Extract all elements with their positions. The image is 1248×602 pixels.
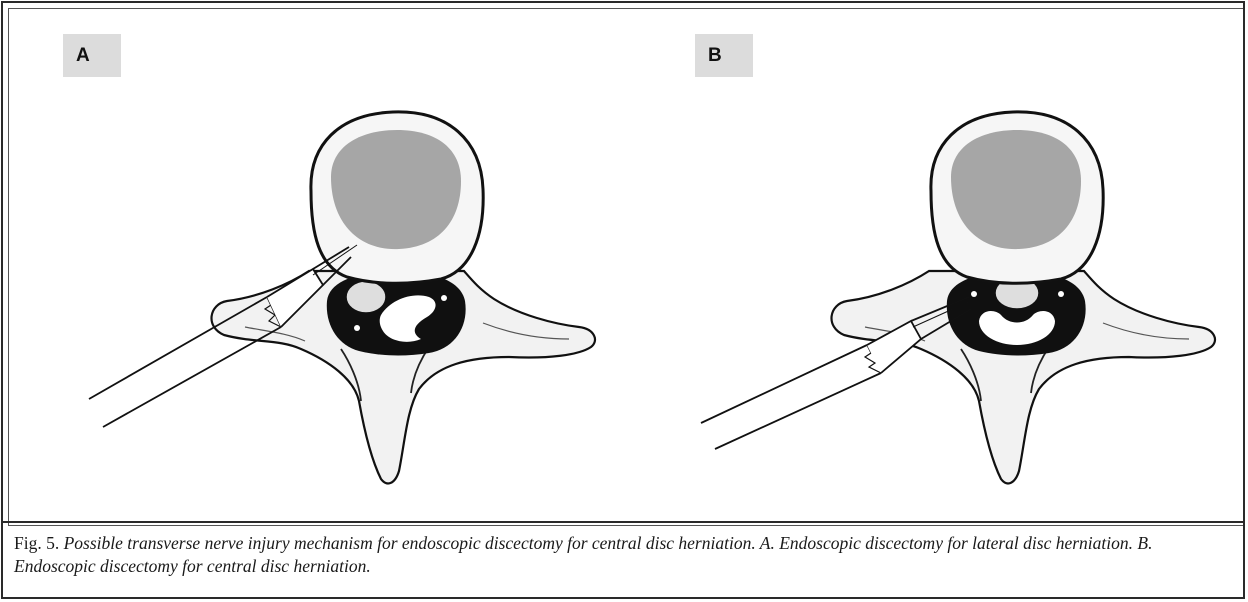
vertebra-illustration-b xyxy=(629,9,1248,527)
panel-b: B xyxy=(629,9,1248,527)
figure-image-area: A xyxy=(8,8,1243,526)
panel-a: A xyxy=(9,9,629,527)
vertebra-illustration-a xyxy=(9,9,629,527)
nucleus-a xyxy=(331,130,461,249)
caption-lead: Fig. 5. xyxy=(14,533,59,553)
caption-divider xyxy=(3,521,1243,523)
figure-caption: Fig. 5. Possible transverse nerve injury… xyxy=(14,532,1234,578)
caption-body: Possible transverse nerve injury mechani… xyxy=(14,533,1152,576)
nucleus-b xyxy=(951,130,1081,249)
